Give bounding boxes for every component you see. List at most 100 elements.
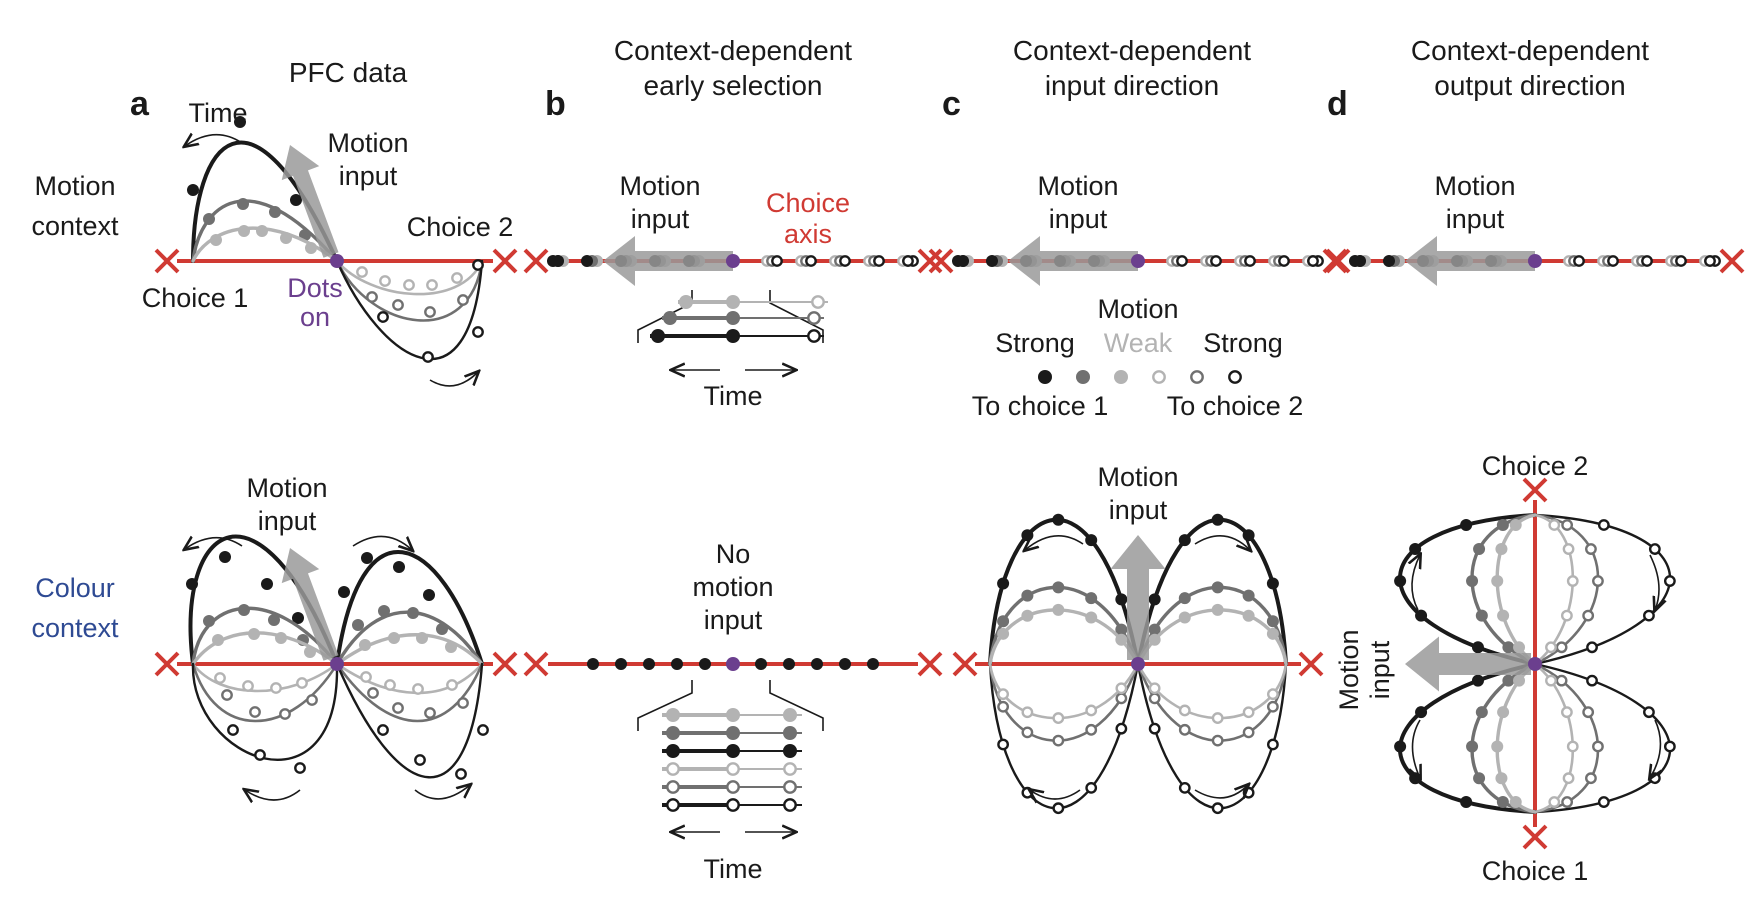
trajectory-point-filled xyxy=(1466,740,1479,753)
trajectory-point-filled xyxy=(1495,543,1508,556)
trajectory-point-filled xyxy=(666,726,680,740)
trajectory-curve xyxy=(1470,662,1537,814)
trajectory-point-open xyxy=(214,672,226,684)
legend-title: Motion xyxy=(1097,294,1178,324)
trajectory-point-filled xyxy=(726,726,740,740)
trajectory-point-filled xyxy=(1052,581,1065,594)
motion-input-a-bottom-line2: input xyxy=(258,506,317,536)
trajectory-point-filled xyxy=(1415,706,1428,719)
trajectory-point-open xyxy=(1211,734,1224,747)
trajectory-point-filled xyxy=(1460,796,1473,809)
trajectory-point-open xyxy=(1210,255,1222,267)
trajectory-point-open xyxy=(1244,255,1256,267)
trajectory-point-open xyxy=(1663,575,1676,587)
trajectory-point-open xyxy=(1211,712,1224,724)
trajectory-point-filled xyxy=(269,206,281,218)
trajectory-point-open xyxy=(412,683,424,695)
trajectory-point-open xyxy=(1585,772,1597,785)
trajectory-point-open xyxy=(379,275,391,287)
trajectory-point-filled xyxy=(1178,592,1191,605)
dots-on-origin-marker xyxy=(726,657,740,671)
panel-d-header: d Context-dependent output direction xyxy=(1327,35,1649,123)
trajectory-point-open xyxy=(377,724,389,736)
choice-target-cross-icon xyxy=(1298,651,1324,677)
trajectory-point-filled xyxy=(783,708,797,722)
trajectory-point-open xyxy=(1675,255,1687,267)
trajectory-curve xyxy=(191,662,339,761)
trajectory-point-filled xyxy=(1475,706,1488,719)
trajectory-point-filled xyxy=(290,194,302,206)
row-label-motion-line2: context xyxy=(31,211,119,241)
trajectory-point-filled xyxy=(663,311,677,325)
legend-strong-right: Strong xyxy=(1203,328,1283,358)
trajectory-point-filled xyxy=(783,726,797,740)
trajectory-point-open xyxy=(1148,722,1161,735)
trajectory-point-filled xyxy=(997,615,1010,628)
trajectory-curve xyxy=(335,259,484,296)
trajectory-point-open xyxy=(414,754,426,766)
trajectory-point-filled xyxy=(1497,706,1510,719)
inset-bracket-left xyxy=(637,680,693,731)
trajectory-point-open xyxy=(1592,575,1604,587)
trajectory-point-filled xyxy=(1471,641,1484,654)
trajectory-point-filled xyxy=(1211,581,1224,594)
trajectory-curve xyxy=(335,259,484,322)
trajectory-point-open xyxy=(997,688,1010,701)
trajectory-point-filled xyxy=(587,658,599,670)
trajectory-point-filled xyxy=(957,255,969,267)
trajectory-point-open xyxy=(1561,519,1574,531)
trajectory-point-open xyxy=(1704,255,1716,267)
trajectory-point-filled xyxy=(275,632,287,644)
trajectory-point-filled xyxy=(1085,534,1098,547)
dots-on-origin-marker xyxy=(330,657,344,671)
trajectory-curve xyxy=(1136,662,1288,810)
time-direction-arrow-icon xyxy=(185,135,243,146)
dots-on-origin-marker xyxy=(1131,254,1145,268)
trajectory-point-open xyxy=(1178,723,1191,736)
trajectory-point-open xyxy=(666,798,680,812)
trajectory-point-filled xyxy=(280,232,292,244)
choice-target-cross-icon xyxy=(492,248,518,274)
motion-input-arrow xyxy=(281,145,339,258)
trajectory-point-filled xyxy=(393,561,405,573)
trajectory-point-filled xyxy=(1409,543,1422,556)
trajectory-point-open xyxy=(666,780,680,794)
trajectory-curve xyxy=(1533,662,1600,814)
trajectory-point-open xyxy=(726,762,740,776)
trajectory-point-open xyxy=(807,329,821,343)
time-direction-arrow-icon xyxy=(352,535,412,550)
trajectory-curve xyxy=(988,608,1140,666)
trajectory-point-open xyxy=(902,255,914,267)
trajectory-point-open xyxy=(1582,609,1595,622)
choice-target-cross-icon xyxy=(952,651,978,677)
trajectory-point-open xyxy=(1242,726,1255,739)
no-motion-input-line3: input xyxy=(704,605,763,635)
trajectory-point-open xyxy=(477,724,489,736)
trajectory-point-open xyxy=(384,679,396,691)
trajectory-point-open xyxy=(1266,688,1279,701)
trajectory-point-filled xyxy=(726,311,740,325)
trajectory-point-filled xyxy=(186,578,198,590)
trajectory-point-filled xyxy=(726,329,740,343)
trajectory-point-filled xyxy=(1211,513,1224,526)
trajectory-point-filled xyxy=(1496,796,1509,809)
dots-on-label-line2: on xyxy=(300,302,330,332)
trajectory-point-filled xyxy=(445,641,457,653)
trajectory-point-open xyxy=(1566,740,1579,753)
trajectory-point-open xyxy=(1561,706,1573,719)
trajectory-curve xyxy=(335,259,484,361)
trajectory-point-open xyxy=(783,762,797,776)
trajectory-point-filled xyxy=(1021,529,1034,542)
trajectory-point-open xyxy=(296,677,308,689)
trajectory-point-open xyxy=(424,306,436,318)
trajectory-point-filled xyxy=(783,744,797,758)
motion-input-d-vertical-line1: Motion xyxy=(1334,629,1364,710)
trajectory-point-filled xyxy=(248,628,260,640)
trajectory-point-open xyxy=(1152,370,1166,384)
trajectory-point-filled xyxy=(997,627,1010,640)
choice-target-cross-icon xyxy=(1325,248,1351,274)
trajectory-point-filled xyxy=(1148,593,1161,606)
trajectory-point-open xyxy=(306,694,318,706)
trajectory-point-open xyxy=(451,272,463,284)
trajectory-point-filled xyxy=(187,184,199,196)
